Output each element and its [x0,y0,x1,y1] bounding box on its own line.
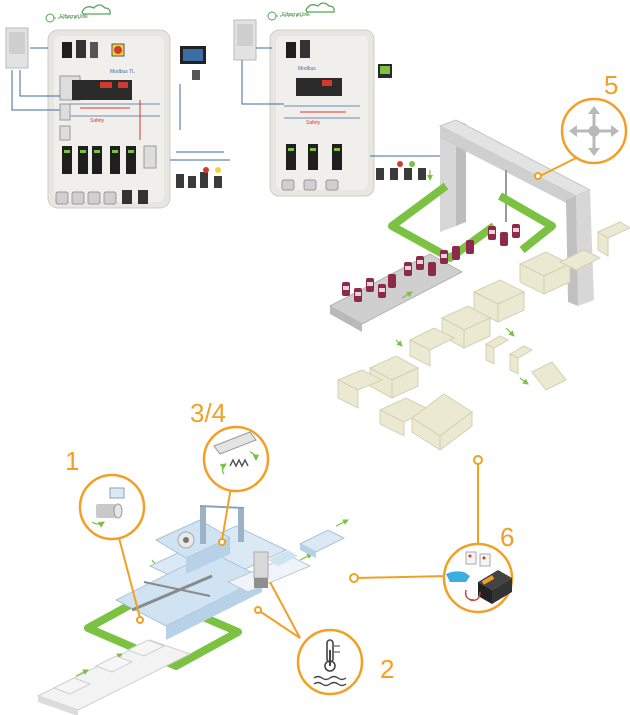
safety-label-right: Safety [306,120,321,126]
film-roll-icon [91,487,125,528]
callout-hand-motor [442,542,514,614]
callout-thermometer [296,628,364,696]
callout-1-number: 1 [65,446,80,476]
callout-move-arrows [560,97,628,165]
cutter-spring-icon [213,431,260,475]
leader-1 [117,533,141,619]
safety-label-left: Safety [90,118,105,124]
callout-cutter [202,425,270,493]
bus-label-right: Modbus [298,66,316,72]
control-cabinet-left: Modbus TL Safety [5,4,230,209]
callout-3-4-number: 3/4 [190,398,227,428]
bus-label-left: Modbus TL [110,69,135,75]
palletizing-gantry-scene [328,119,630,451]
move-arrows-icon [569,106,619,156]
callout-film-roll [78,473,146,541]
callout-5-number: 5 [604,70,619,100]
hand-motor-icon [446,551,512,604]
cloud-label-left: Ethernet link [60,14,88,20]
flow-wrapper-scene [36,505,349,715]
leader-2 [257,581,301,639]
cloud-label-right: Ethernet link [282,12,310,18]
thermometer-icon [313,639,347,687]
leader-5 [539,157,577,177]
control-cabinet-right: Modbus Safety [233,2,440,197]
callout-2-number: 2 [380,654,395,684]
callout-6-number: 6 [500,522,515,552]
leader-6b [355,575,449,579]
